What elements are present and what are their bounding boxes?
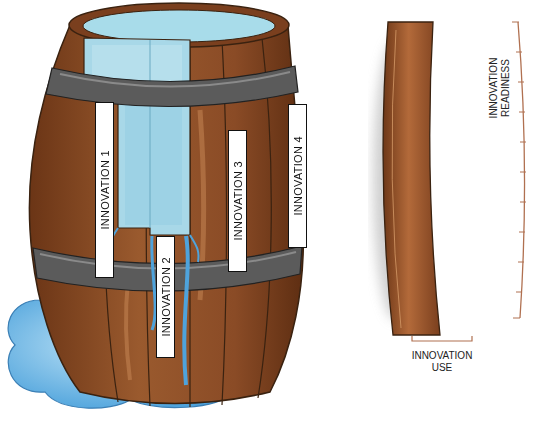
innovation-box: INNOVATION 3 [228, 130, 247, 272]
axis-label: INNOVATION READINESS [488, 52, 512, 124]
axis-label: INNOVATION USE [402, 350, 482, 374]
stave-label: INNOVATION 3 [232, 161, 244, 241]
stave-label: INNOVATION 1 [99, 150, 111, 230]
stave-label: INNOVATION 4 [292, 136, 304, 216]
innovation-box: INNOVATION 4 [288, 104, 307, 248]
stave-label: INNOVATION 2 [160, 257, 172, 337]
innovation-box: INNOVATION 1 [95, 102, 114, 278]
innovation-box: INNOVATION 2 [156, 236, 175, 358]
